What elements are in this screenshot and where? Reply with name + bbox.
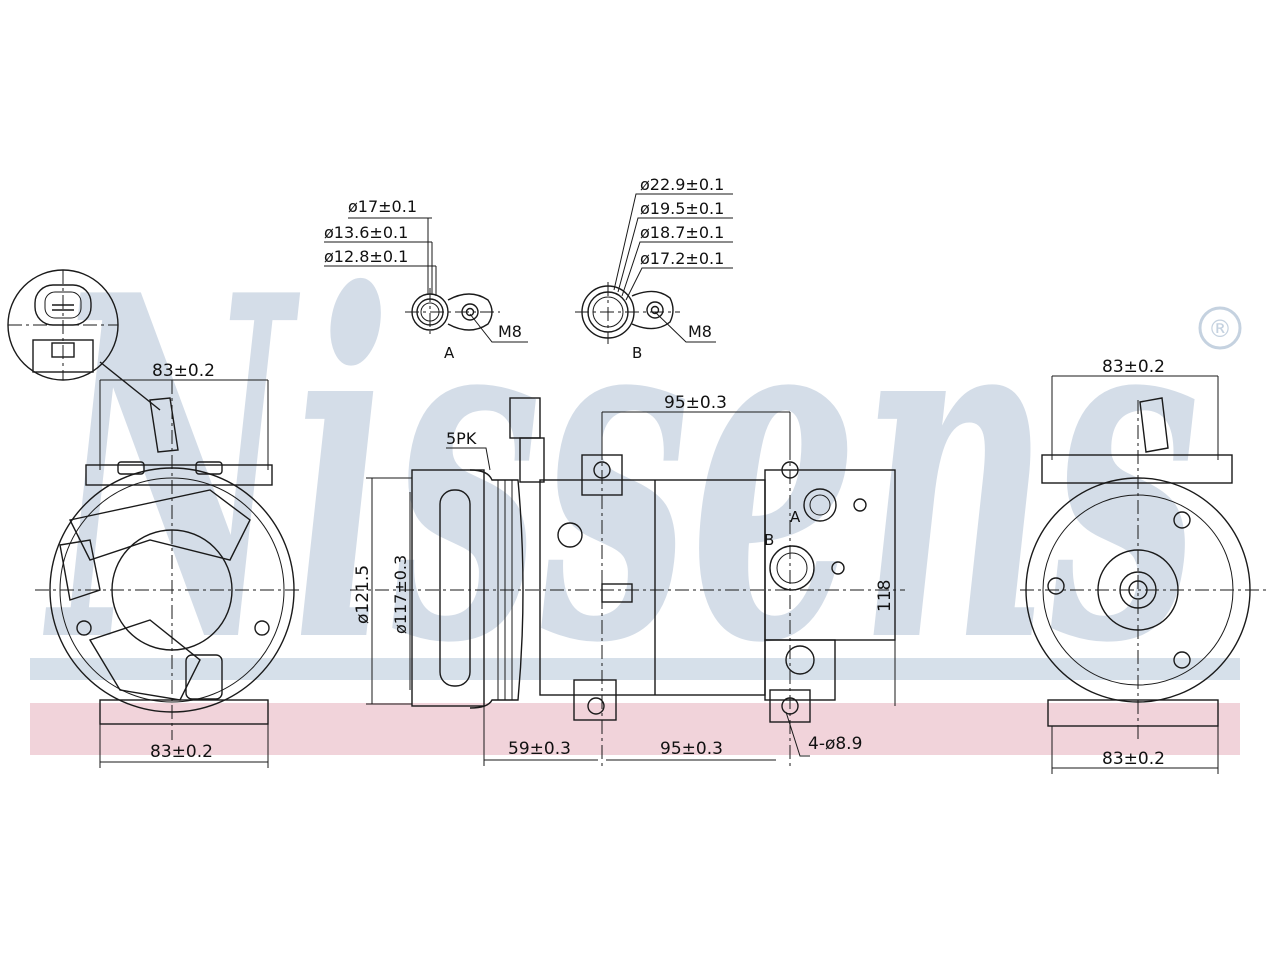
pulley-outline bbox=[411, 469, 485, 707]
bottom-mount-spacing: 95±0.3 bbox=[660, 739, 723, 759]
port-b-detail: ø22.9±0.1 ø19.5±0.1 ø18.7±0.1 ø17.2±0.1 … bbox=[575, 175, 733, 362]
side-view: A B 5PK ø121.5 ø117±0.3 95±0.3 118 59±0.… bbox=[350, 393, 905, 770]
pulley-diameter: ø121.5 bbox=[353, 565, 373, 624]
right-bottom-width: 83±0.2 bbox=[1102, 749, 1165, 769]
port-b-label: B bbox=[632, 344, 642, 362]
port-a-diameter-2: ø13.6±0.1 bbox=[324, 223, 408, 242]
port-b-thread: M8 bbox=[688, 322, 712, 341]
port-a-detail: ø17±0.1 ø13.6±0.1 ø12.8±0.1 M8 A bbox=[324, 197, 528, 362]
top-mount-spacing: 95±0.3 bbox=[664, 393, 727, 413]
port-a-thread: M8 bbox=[498, 322, 522, 341]
side-port-a-label: A bbox=[790, 508, 801, 526]
right-view: 83±0.2 83±0.2 bbox=[1020, 357, 1270, 774]
port-a-diameter-1: ø17±0.1 bbox=[348, 197, 417, 216]
port-a-diameter-3: ø12.8±0.1 bbox=[324, 247, 408, 266]
belt-type: 5PK bbox=[446, 429, 477, 448]
pulley-groove-diameter: ø117±0.3 bbox=[391, 555, 410, 634]
watermark-text: Nissens bbox=[42, 194, 1200, 746]
side-port-b-label: B bbox=[764, 531, 774, 549]
watermark: Nissens ® bbox=[30, 194, 1242, 755]
mount-holes: 4-ø8.9 bbox=[808, 734, 862, 754]
left-top-width: 83±0.2 bbox=[152, 361, 215, 381]
right-top-width: 83±0.2 bbox=[1102, 357, 1165, 377]
pulley-offset: 59±0.3 bbox=[508, 739, 571, 759]
body-height: 118 bbox=[875, 580, 895, 612]
left-view: 83±0.2 83±0.2 bbox=[35, 361, 300, 768]
left-bottom-width: 83±0.2 bbox=[150, 742, 213, 762]
port-b-diameter-4: ø17.2±0.1 bbox=[640, 249, 724, 268]
registered-mark: ® bbox=[1208, 315, 1232, 343]
port-b-diameter-2: ø19.5±0.1 bbox=[640, 199, 724, 218]
port-b-diameter-3: ø18.7±0.1 bbox=[640, 223, 724, 242]
watermark-blue-band bbox=[30, 658, 1240, 680]
registered-mark-ring bbox=[1198, 306, 1242, 350]
port-b-diameter-1: ø22.9±0.1 bbox=[640, 175, 724, 194]
watermark-pink-band bbox=[30, 703, 1240, 755]
port-a-label: A bbox=[444, 344, 455, 362]
